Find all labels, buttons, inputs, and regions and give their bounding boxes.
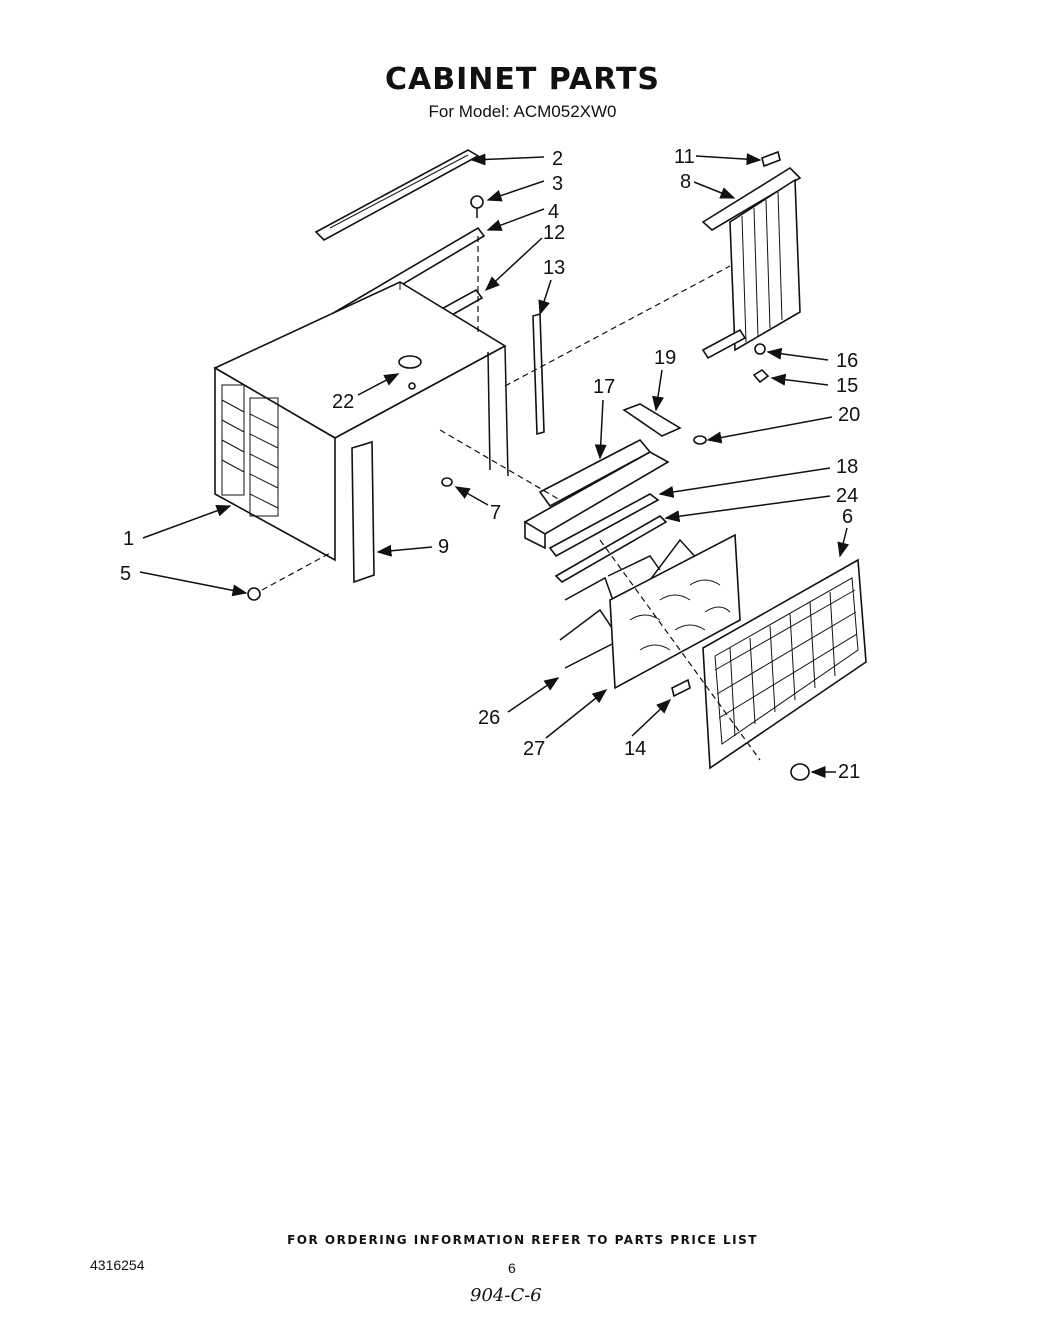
- callout-15: 15: [836, 375, 858, 397]
- callout-12: 12: [543, 222, 565, 244]
- control-knob-part: [790, 763, 810, 781]
- fan-bracket-part: [523, 438, 670, 550]
- cabinet-louvers: [221, 384, 279, 517]
- clip-part: [441, 477, 453, 487]
- front-grille-part: [702, 558, 867, 770]
- callout-21: 21: [838, 761, 860, 783]
- callout-26: 26: [478, 707, 500, 729]
- cabinet-part: [213, 281, 509, 562]
- callout-20: 20: [838, 404, 860, 426]
- callout-1: 1: [123, 528, 134, 550]
- pin-part: [761, 150, 781, 168]
- mounting-screw-part: [247, 551, 333, 601]
- callout-16: 16: [836, 350, 858, 372]
- callout-3: 3: [552, 173, 563, 195]
- handwritten-note: 904-C-6: [470, 1285, 542, 1306]
- ordering-note: FOR ORDERING INFORMATION REFER TO PARTS …: [287, 1233, 758, 1247]
- callout-17: 17: [593, 376, 615, 398]
- callout-18: 18: [836, 456, 858, 478]
- air-filter-part: [609, 533, 741, 690]
- filter-strip-part: [548, 493, 660, 558]
- knob-part: [398, 355, 422, 390]
- callout-11: 11: [674, 146, 695, 168]
- callout-24: 24: [836, 485, 858, 507]
- nut-part: [752, 368, 770, 384]
- callout-2: 2: [552, 148, 563, 170]
- top-rail-part: [314, 149, 480, 241]
- callout-5: 5: [120, 563, 131, 585]
- callout-4: 4: [548, 201, 559, 223]
- side-panel-part: [351, 440, 375, 584]
- screw-part: [470, 195, 484, 218]
- callout-13: 13: [543, 257, 565, 279]
- page-title: CABINET PARTS: [384, 62, 661, 97]
- callout-8: 8: [680, 171, 691, 193]
- callout-14: 14: [624, 738, 646, 760]
- callout-6: 6: [842, 506, 853, 528]
- callout-9: 9: [438, 536, 449, 558]
- damper-part: [622, 403, 682, 437]
- callout-labels: 2 3 4 12 13 22 1 5 9 7 11 8 16 15 17 19 …: [120, 146, 860, 783]
- vertical-bracket-part: [532, 312, 545, 436]
- bolt-part: [754, 343, 766, 355]
- callout-19: 19: [654, 347, 676, 369]
- latch-part: [671, 678, 691, 698]
- window-panel-part: [701, 166, 802, 360]
- callout-22: 22: [332, 391, 354, 413]
- model-subtitle: For Model: ACM052XW0: [428, 102, 617, 121]
- small-clip-part: [693, 435, 707, 445]
- leader-lines: [139, 153, 850, 778]
- page-number: 6: [508, 1260, 516, 1276]
- callout-7: 7: [490, 502, 501, 524]
- callout-27: 27: [523, 738, 545, 760]
- document-number: 4316254: [90, 1257, 145, 1273]
